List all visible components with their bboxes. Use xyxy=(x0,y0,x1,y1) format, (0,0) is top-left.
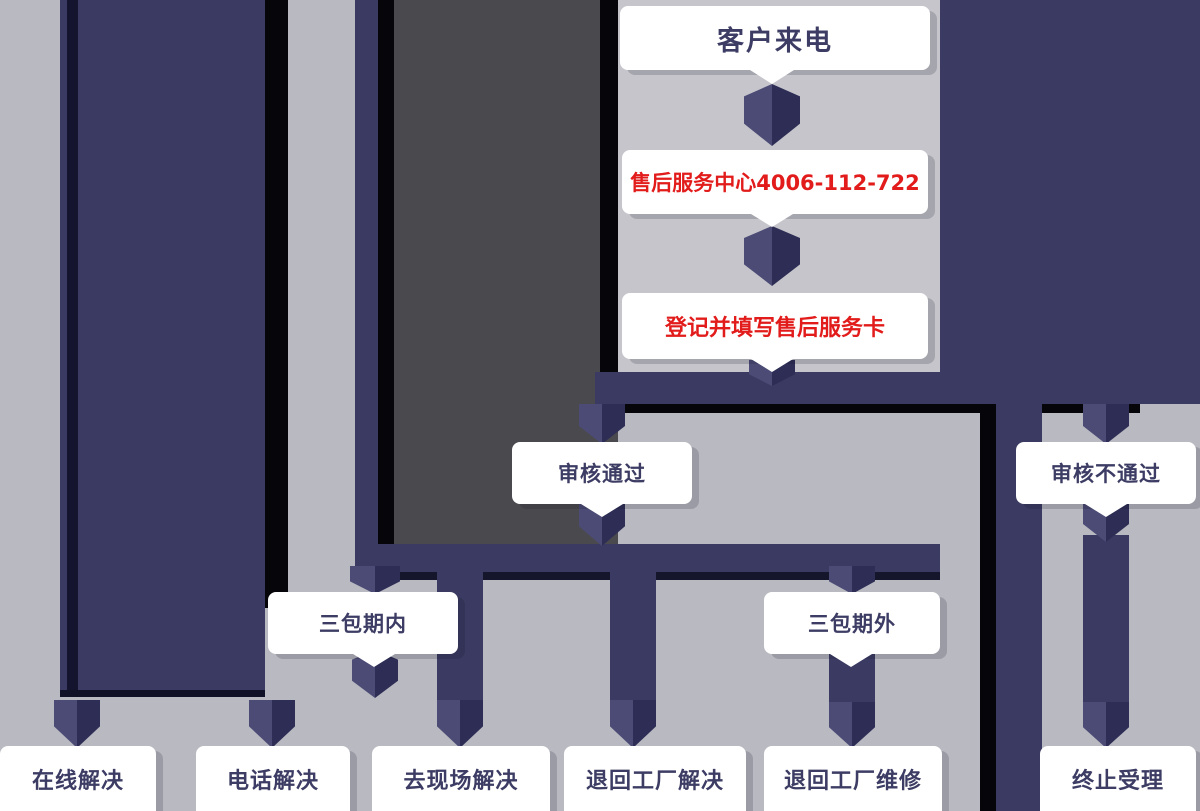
node-factory-repair: 退回工厂维修 xyxy=(764,746,942,811)
arrow-to-out-warranty-icon xyxy=(829,566,875,594)
pipe-left-slab xyxy=(60,0,265,697)
pipe-right-strip-shadow xyxy=(980,404,996,811)
pipe-left-slab-bottom-edge xyxy=(60,690,265,697)
center-column-shadow xyxy=(600,0,618,404)
node-phone: 电话解决 xyxy=(196,746,350,811)
node-approved: 审核通过 xyxy=(512,442,692,504)
arrow-to-rejected-icon xyxy=(1083,404,1129,444)
node-terminate: 终止受理 xyxy=(1040,746,1196,811)
arrow-to-in-warranty-icon xyxy=(350,566,400,594)
pipe-right-slab xyxy=(940,0,1200,404)
band-top-shadow xyxy=(595,404,1140,413)
arrow-to-online-icon xyxy=(54,700,100,748)
pipe-mid-slab xyxy=(355,0,378,548)
node-customer-call: 客户来电 xyxy=(620,6,930,70)
arrow-to-terminate-icon xyxy=(1083,702,1129,748)
pipe-terminate xyxy=(1083,535,1129,709)
node-register-card: 登记并填写售后服务卡 xyxy=(622,293,928,359)
node-online: 在线解决 xyxy=(0,746,156,811)
node-out-warranty: 三包期外 xyxy=(764,592,940,654)
pipe-factory-solve-stub xyxy=(610,560,656,708)
node-service-center: 售后服务中心4006-112-722 xyxy=(622,150,928,214)
arrow-to-factory-repair-icon xyxy=(829,702,875,748)
node-factory-solve: 退回工厂解决 xyxy=(564,746,746,811)
node-rejected: 审核不通过 xyxy=(1016,442,1196,504)
pipe-left-shadow xyxy=(265,0,288,608)
arrow-to-factory-solve-icon xyxy=(610,700,656,748)
pipe-mid-shadow xyxy=(378,0,394,548)
pipe-left-slab-stripe xyxy=(67,0,78,692)
node-in-warranty: 三包期内 xyxy=(268,592,458,654)
node-onsite: 去现场解决 xyxy=(372,746,550,811)
arrow-to-phone-icon xyxy=(249,700,295,748)
arrow-to-onsite-icon xyxy=(437,700,483,748)
